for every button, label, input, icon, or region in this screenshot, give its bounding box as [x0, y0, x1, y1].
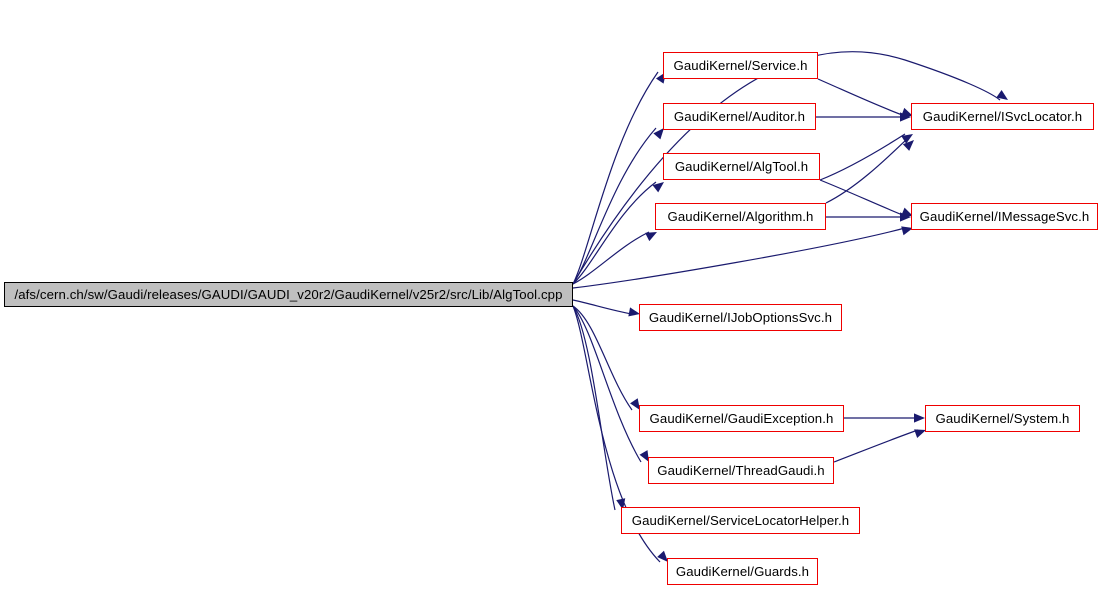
graph-edge	[833, 429, 919, 463]
graph-edge	[572, 305, 633, 411]
graph-edge	[572, 181, 657, 285]
graph-node-service[interactable]: GaudiKernel/Service.h	[663, 52, 818, 79]
graph-edge	[572, 231, 650, 285]
graph-node-algorithm[interactable]: GaudiKernel/Algorithm.h	[655, 203, 826, 230]
graph-edge-arrowhead	[901, 134, 913, 144]
graph-edge	[819, 179, 906, 217]
graph-node-algtool[interactable]: GaudiKernel/AlgTool.h	[663, 153, 820, 180]
graph-edge-arrowhead	[652, 182, 664, 193]
graph-edge	[825, 139, 907, 204]
graph-edge	[817, 78, 906, 117]
graph-edge-arrowhead	[914, 413, 925, 423]
graph-edge	[572, 71, 659, 285]
graph-node-threadgaudi[interactable]: GaudiKernel/ThreadGaudi.h	[648, 457, 834, 484]
graph-node-servicelocatorhelper[interactable]: GaudiKernel/ServiceLocatorHelper.h	[621, 507, 860, 534]
graph-node-auditor[interactable]: GaudiKernel/Auditor.h	[663, 103, 816, 130]
graph-edge-arrowhead	[996, 89, 1008, 100]
graph-node-imessagesvc[interactable]: GaudiKernel/IMessageSvc.h	[911, 203, 1098, 230]
graph-edge-arrowhead	[900, 112, 911, 122]
graph-edge-arrowhead	[900, 212, 911, 222]
graph-node-guards[interactable]: GaudiKernel/Guards.h	[667, 558, 818, 585]
graph-edge	[572, 227, 906, 289]
graph-node-isvclocator[interactable]: GaudiKernel/ISvcLocator.h	[911, 103, 1094, 130]
graph-node-ijoboptionssvc[interactable]: GaudiKernel/IJobOptionsSvc.h	[639, 304, 842, 331]
graph-node-root[interactable]: /afs/cern.ch/sw/Gaudi/releases/GAUDI/GAU…	[4, 282, 573, 307]
graph-edge-arrowhead	[902, 140, 914, 151]
graph-node-system[interactable]: GaudiKernel/System.h	[925, 405, 1080, 432]
graph-edge	[572, 305, 642, 463]
graph-node-gaudiexception[interactable]: GaudiKernel/GaudiException.h	[639, 405, 844, 432]
graph-edge	[572, 127, 657, 285]
graph-edge	[572, 299, 633, 315]
graph-edge	[572, 305, 616, 511]
graph-edge	[819, 133, 906, 181]
